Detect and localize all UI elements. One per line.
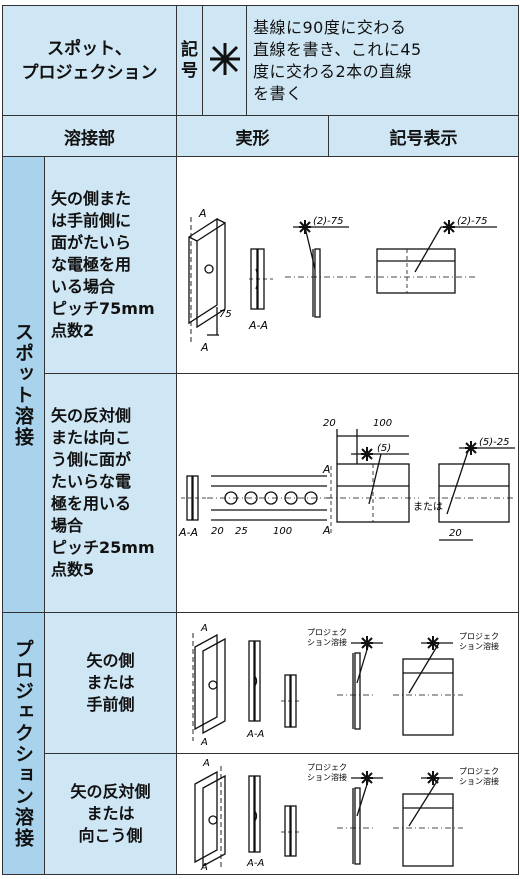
- fig-label: 20: [323, 418, 336, 429]
- fig-label: A: [200, 862, 208, 870]
- col-weld-part: 溶接部: [2, 115, 177, 157]
- fig-label: ション溶接: [307, 772, 347, 782]
- fig-label: 20: [211, 526, 224, 537]
- fig-label: A-A: [246, 729, 264, 740]
- fig-label: A: [322, 524, 331, 537]
- fig-label: A: [322, 463, 331, 476]
- fig-label: 75: [219, 309, 232, 320]
- condition-line: たいらな電: [51, 472, 132, 491]
- fig-label: A: [198, 207, 207, 220]
- desc-line: 直線を書き、これに45: [253, 39, 422, 59]
- desc-line: 度に交わる2本の直線: [253, 61, 413, 81]
- condition-line: は手前側に: [51, 211, 132, 230]
- fig-label: 100: [273, 526, 292, 537]
- symbol-label: 記 号: [176, 5, 203, 116]
- fig-label: A-A: [248, 319, 268, 332]
- condition-line: または: [86, 804, 135, 823]
- spot-weld-figure-2: A-A A A 20 25 100 20 100 (5) (5)-25 または …: [178, 418, 515, 541]
- condition-line: う側に面が: [51, 450, 132, 469]
- fig-label: 100: [373, 418, 392, 429]
- condition-line: いる場合: [51, 277, 116, 296]
- group-label: スポット溶接: [12, 321, 34, 448]
- condition-cell: 矢の側また は手前側に 面がたいら な電極を用 いる場合 ピッチ75mm 点数2: [44, 156, 177, 374]
- desc-line: 基線に90度に交わる: [253, 17, 407, 37]
- projection-weld-figure-2: A A A-A プロジェク ション溶接 プロジェク ション溶接: [194, 758, 499, 873]
- figure-cell: A A A-A プロジェク ション溶接 プロジェク ション溶接: [176, 753, 519, 875]
- fig-label: A: [200, 623, 208, 634]
- fig-label: A: [200, 341, 209, 354]
- condition-line: 矢の反対側: [51, 406, 132, 425]
- condition-line: 極を用いる: [51, 494, 132, 513]
- desc-line: を書く: [253, 83, 303, 103]
- condition-line: または: [86, 673, 135, 692]
- weld-type-name: スポット、 プロジェクション: [2, 5, 177, 116]
- spot-weld-symbol-icon: [209, 42, 240, 75]
- fig-label: (2)-75: [313, 216, 344, 227]
- weld-type-name-line1: スポット、: [47, 38, 132, 59]
- fig-label: 20: [449, 528, 462, 539]
- symbol-description: 基線に90度に交わる 直線を書き、これに45 度に交わる2本の直線 を書く: [246, 5, 519, 116]
- group-spot-welding: スポット溶接: [2, 156, 45, 613]
- condition-line: 場合: [51, 516, 84, 535]
- figure-cell: A-A A A 20 25 100 20 100 (5) (5)-25 または …: [176, 373, 519, 613]
- weld-type-name-line2: プロジェクション: [21, 62, 158, 83]
- symbol-label-line2: 号: [181, 60, 198, 81]
- fig-label: A-A: [246, 858, 264, 869]
- fig-label: プロジェク: [307, 628, 347, 637]
- welding-symbol-table: スポット、 プロジェクション 記 号 基線に90度に交わる 直線を書き、これに4…: [2, 5, 519, 875]
- group-projection-welding: プロジェクション溶接: [2, 612, 45, 875]
- symbol-label-line1: 記: [181, 39, 198, 60]
- condition-line: 点数2: [51, 321, 95, 340]
- fig-label: または: [413, 501, 443, 513]
- fig-label: (2)-75: [457, 216, 488, 227]
- fig-label: A: [202, 758, 210, 769]
- col-symbol-display: 記号表示: [328, 115, 519, 157]
- fig-label: ション溶接: [459, 641, 499, 651]
- condition-line: 矢の反対側: [70, 782, 151, 801]
- condition-line: または向こ: [51, 428, 132, 447]
- fig-label: プロジェク: [307, 763, 347, 772]
- fig-label: A: [200, 737, 208, 748]
- fig-label: (5)-25: [479, 437, 510, 448]
- fig-label: A-A: [178, 526, 198, 539]
- fig-label: (5): [377, 443, 391, 454]
- condition-line: 矢の側: [86, 651, 135, 670]
- fig-label: 25: [235, 526, 248, 537]
- col-actual: 実形: [176, 115, 329, 157]
- condition-line: ピッチ75mm: [51, 299, 155, 318]
- condition-line: ピッチ25mm: [51, 538, 155, 557]
- figure-cell: A A A-A プロジェク ション溶接 プロジェク ション溶接: [176, 612, 519, 754]
- condition-line: 向こう側: [78, 826, 143, 845]
- group-label: プロジェクション溶接: [12, 638, 34, 849]
- condition-line: な電極を用: [51, 255, 132, 274]
- fig-label: ション溶接: [307, 637, 347, 647]
- condition-cell: 矢の反対側 または向こ う側に面が たいらな電 極を用いる 場合 ピッチ25mm…: [44, 373, 177, 613]
- condition-cell: 矢の側 または 手前側: [44, 612, 177, 754]
- condition-line: 点数5: [51, 560, 95, 579]
- projection-weld-figure-1: A A A-A プロジェク ション溶接 プロジェク ション溶接: [192, 623, 499, 748]
- fig-label: プロジェク: [459, 632, 499, 641]
- condition-line: 面がたいら: [51, 233, 132, 252]
- condition-line: 手前側: [86, 695, 135, 714]
- spot-weld-figure-1: A A 75 A-A (2)-75 (2)-75: [188, 207, 497, 354]
- fig-label: プロジェク: [459, 767, 499, 776]
- figure-cell: A A 75 A-A (2)-75 (2)-75: [176, 156, 519, 374]
- fig-label: ション溶接: [459, 776, 499, 786]
- condition-cell: 矢の反対側 または 向こう側: [44, 753, 177, 875]
- condition-line: 矢の側また: [51, 189, 132, 208]
- symbol-glyph-cell: [202, 5, 247, 116]
